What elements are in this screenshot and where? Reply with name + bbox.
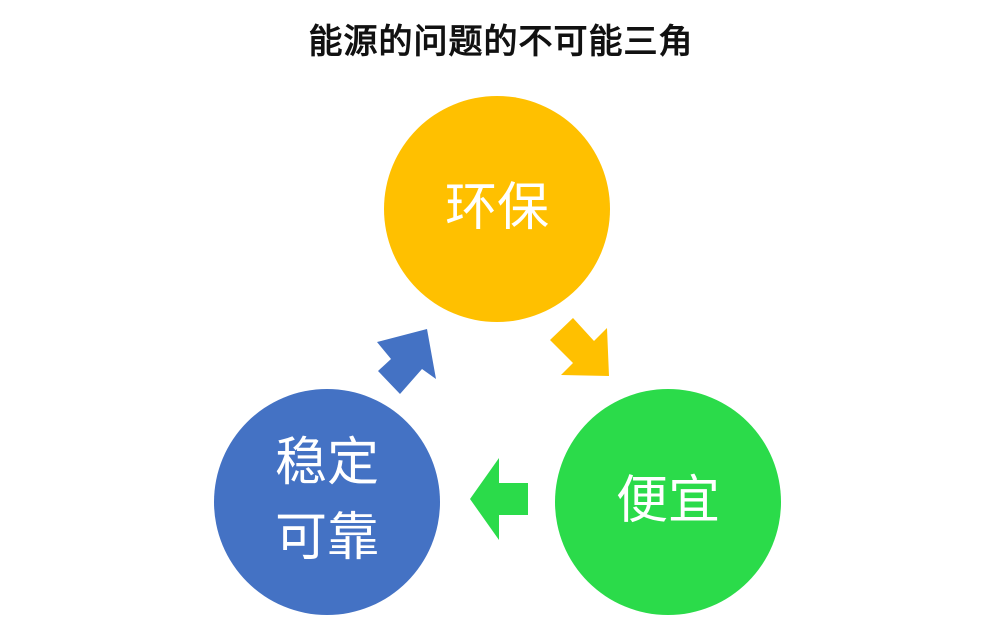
node-cheap-label: 便宜 bbox=[616, 471, 720, 531]
node-stable-label-line-1: 稳定 bbox=[275, 433, 379, 493]
node-environmental-label: 环保 bbox=[445, 178, 549, 238]
arrow-stable-to-environmental bbox=[377, 329, 436, 394]
node-cheap: 便宜 bbox=[555, 389, 781, 615]
node-environmental: 环保 bbox=[384, 96, 610, 322]
node-stable-label-line-2: 可靠 bbox=[275, 508, 379, 568]
node-stable: 稳定 可靠 bbox=[214, 389, 440, 615]
arrow-environmental-to-cheap bbox=[550, 318, 609, 376]
diagram-title: 能源的问题的不可能三角 bbox=[308, 22, 694, 62]
arrow-cheap-to-stable bbox=[470, 458, 528, 540]
